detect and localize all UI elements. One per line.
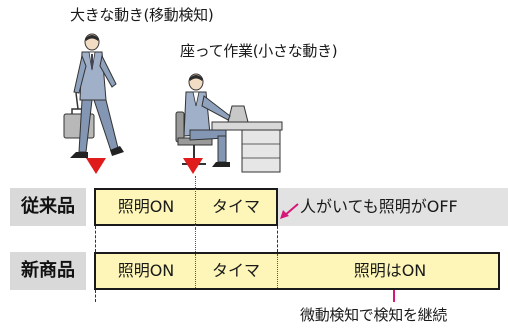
new-seg-continue: 照明はON [353, 261, 427, 280]
conventional-seg-on: 照明ON [117, 197, 175, 216]
walking-businessman-icon [63, 33, 124, 158]
large-motion-caption: 大きな動き(移動検知) [70, 6, 214, 24]
conventional-off-note: 人がいても照明がOFF [300, 197, 458, 216]
divider-new-on-timer [195, 254, 196, 288]
divider-conventional-on-timer [195, 176, 196, 228]
conventional-seg-timer: タイマ [211, 197, 260, 216]
note-arrow-icon [280, 203, 299, 219]
red-down-arrow-icon [183, 158, 203, 174]
footnote-pointer [393, 290, 395, 302]
divider-new-timer-end [277, 254, 278, 288]
red-down-arrow-icon [86, 158, 106, 174]
guide-line-start [95, 226, 96, 252]
divider-between-rows [195, 228, 196, 252]
small-motion-caption: 座って作業(小さな動き) [180, 42, 338, 60]
new-row-label: 新商品 [10, 252, 86, 290]
guide-line-start-bottom [95, 290, 96, 302]
guide-line-timer-end [277, 226, 278, 252]
seated-worker-at-desk-icon [175, 73, 283, 173]
new-seg-timer: タイマ [211, 261, 260, 280]
off-period-band [276, 188, 508, 226]
conventional-light-bar [94, 188, 278, 226]
new-light-bar [94, 252, 500, 290]
footnote-text: 微動検知で検知を継続 [300, 306, 448, 324]
new-seg-on: 照明ON [117, 261, 175, 280]
conventional-row-label: 従来品 [10, 188, 86, 226]
